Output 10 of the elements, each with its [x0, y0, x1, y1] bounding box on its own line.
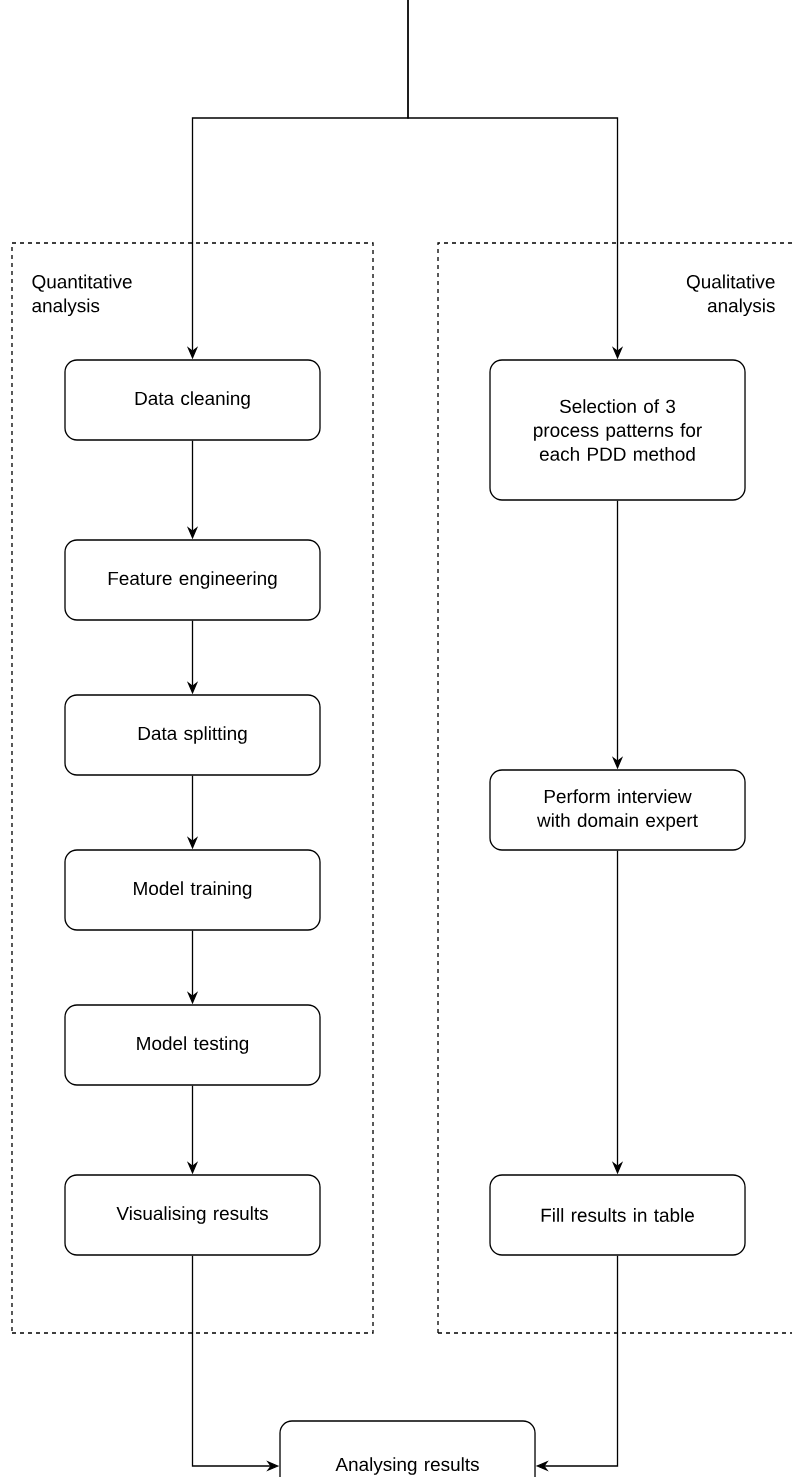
process-box: Perform interview with domain expert	[489, 769, 746, 851]
process-box: Model testing	[64, 1004, 321, 1086]
process-box: Fill results in table	[489, 1174, 746, 1256]
process-box: Visualising results	[64, 1174, 321, 1256]
process-box: Data splitting	[64, 694, 321, 776]
process-box: Selection of 3 process patterns for each PDD method	[489, 359, 746, 501]
process-box: Analysing results	[279, 1420, 536, 1477]
process-box: Model training	[64, 849, 321, 931]
process-box: Data cleaning	[64, 359, 321, 441]
process-box: Feature engineering	[64, 539, 321, 621]
